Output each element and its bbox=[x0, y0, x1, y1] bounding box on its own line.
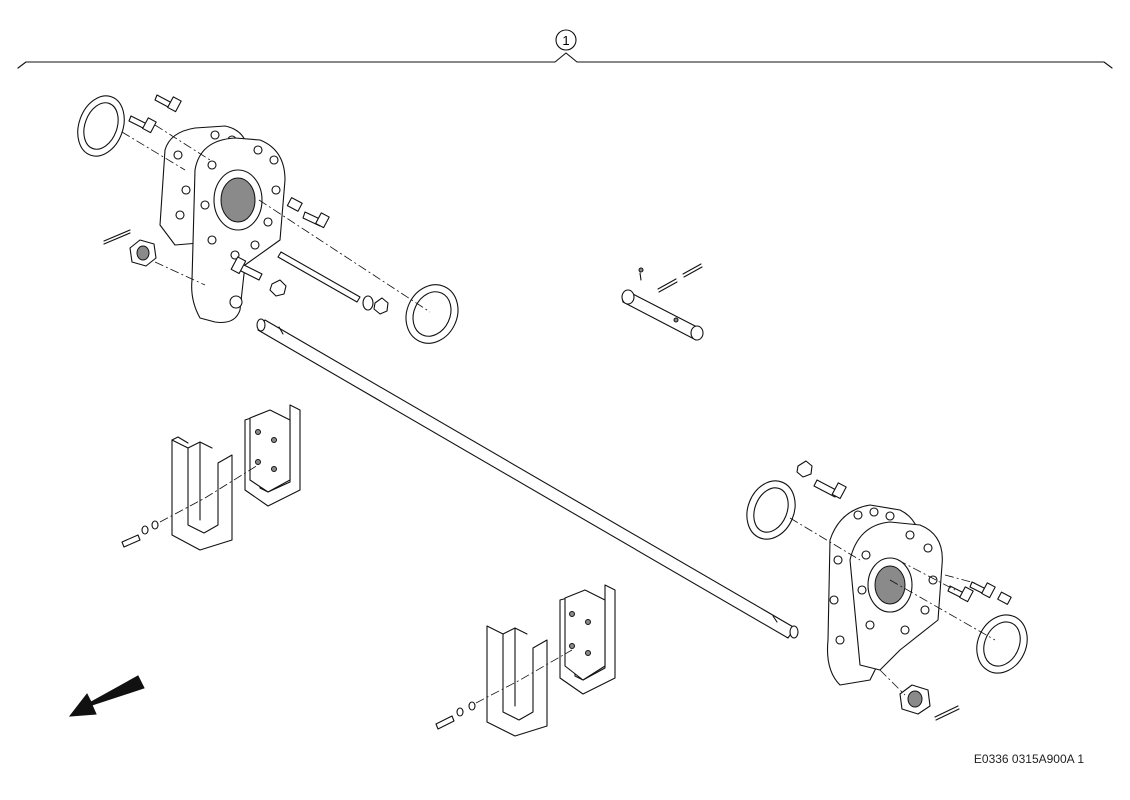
washer-rod bbox=[362, 295, 374, 311]
front-direction-arrow-icon bbox=[68, 675, 145, 717]
bolt-right-1 bbox=[947, 585, 974, 603]
nut-right-top bbox=[796, 460, 813, 478]
right-brake-bracket-assembly bbox=[746, 460, 1028, 721]
castle-nut-left bbox=[129, 239, 157, 267]
bolt-left-2 bbox=[128, 115, 157, 134]
sleeve-right bbox=[997, 591, 1012, 605]
support-block-left bbox=[121, 404, 301, 551]
bolt-right-top bbox=[813, 479, 847, 500]
callout-bubble: 1 bbox=[555, 29, 577, 51]
o-ring-right-bottom bbox=[976, 614, 1028, 674]
bolt-right-2 bbox=[969, 581, 996, 599]
camshaft bbox=[256, 318, 799, 639]
support-block-right bbox=[435, 584, 616, 737]
o-ring-right-top bbox=[746, 480, 796, 540]
o-ring-left-bottom bbox=[405, 284, 459, 344]
o-ring-left-top bbox=[77, 95, 125, 157]
callout-number: 1 bbox=[562, 33, 569, 48]
bolt-left-1 bbox=[154, 94, 182, 113]
castle-nut-right bbox=[899, 684, 931, 715]
threaded-rod bbox=[277, 251, 361, 303]
cotter-pin-left bbox=[103, 229, 131, 245]
left-brake-bracket-assembly bbox=[77, 94, 459, 344]
slack-adjuster-right-front bbox=[849, 521, 943, 671]
nut-left-small bbox=[269, 279, 287, 297]
slack-adjuster-left-front bbox=[191, 137, 286, 324]
bolt-left-3 bbox=[302, 211, 330, 229]
bolt-left-4 bbox=[230, 256, 263, 281]
group-bracket bbox=[17, 52, 1113, 69]
drawing-reference-code: E0336 0315A900A 1 bbox=[973, 752, 1084, 766]
cotter-pin-right bbox=[934, 705, 960, 721]
clevis-pin-assembly bbox=[621, 263, 704, 341]
nut-rod bbox=[373, 297, 389, 315]
sleeve-left bbox=[286, 197, 303, 212]
